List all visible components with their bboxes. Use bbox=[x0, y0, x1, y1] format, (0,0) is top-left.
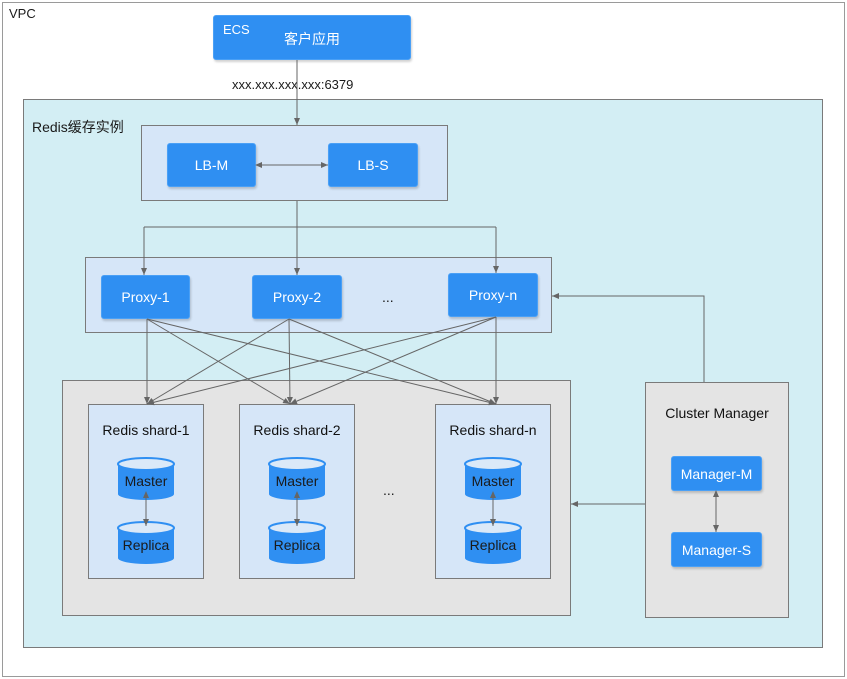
shard-title: Redis shard-2 bbox=[253, 422, 341, 438]
master-label: Master bbox=[124, 473, 168, 489]
replica-label: Replica bbox=[273, 537, 321, 553]
master-label: Master bbox=[471, 473, 515, 489]
client-app-label: 客户应用 bbox=[284, 31, 340, 47]
proxy-2-node: Proxy-2 bbox=[252, 275, 342, 319]
lb-master-node: LB-M bbox=[167, 143, 256, 187]
vpc-label: VPC bbox=[9, 6, 36, 21]
cluster-manager-title: Cluster Manager bbox=[665, 405, 769, 421]
proxy-ellipsis: ... bbox=[382, 289, 394, 305]
replica-label: Replica bbox=[122, 537, 170, 553]
ecs-client-node: ECS 客户应用 bbox=[213, 15, 411, 60]
manager-slave-node: Manager-S bbox=[671, 532, 762, 567]
redis-instance-label: Redis缓存实例 bbox=[32, 119, 124, 135]
replica-label: Replica bbox=[469, 537, 517, 553]
ecs-label: ECS bbox=[223, 22, 250, 37]
master-label: Master bbox=[275, 473, 319, 489]
lb-slave-node: LB-S bbox=[328, 143, 418, 187]
shard-title: Redis shard-n bbox=[449, 422, 537, 438]
proxy-1-node: Proxy-1 bbox=[101, 275, 190, 319]
proxy-n-node: Proxy-n bbox=[448, 273, 538, 317]
endpoint-address: xxx.xxx.xxx.xxx:6379 bbox=[232, 77, 354, 92]
shard-title: Redis shard-1 bbox=[102, 422, 190, 438]
cluster-manager: Cluster Manager bbox=[645, 382, 789, 618]
manager-master-node: Manager-M bbox=[671, 456, 762, 491]
shard-ellipsis: ... bbox=[383, 482, 395, 498]
